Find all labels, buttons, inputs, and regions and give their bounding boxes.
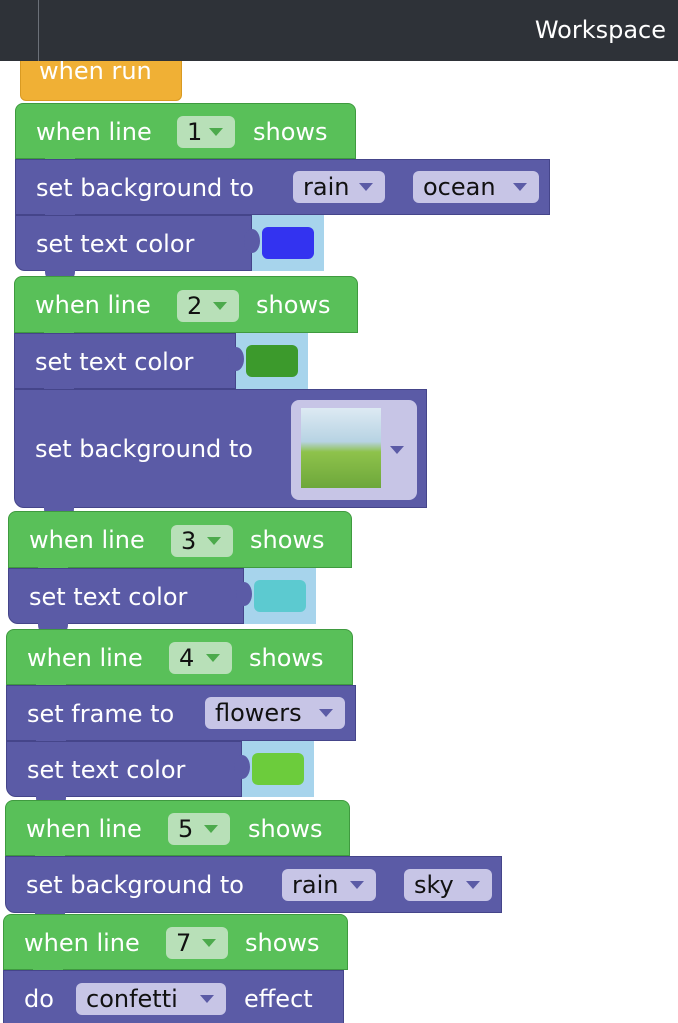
set-text-color-label: set text color <box>29 583 188 611</box>
header-divider <box>38 0 39 61</box>
color-input-port <box>236 568 316 624</box>
when-line-4-block[interactable]: when line 4 shows <box>6 629 353 685</box>
dropdown-arrow-icon <box>206 654 220 662</box>
set-text-color-label: set text color <box>35 348 194 376</box>
dropdown-arrow-icon <box>513 183 527 191</box>
set-background-label: set background to <box>26 871 244 899</box>
set-background-block-1[interactable]: set background to rain ocean <box>15 159 550 215</box>
do-effect-block[interactable]: do confetti effect <box>3 970 344 1023</box>
color-swatch[interactable] <box>252 753 304 785</box>
scene-value: sky <box>414 871 454 899</box>
dropdown-arrow-icon <box>213 302 227 310</box>
line-number-value: 7 <box>176 929 192 957</box>
color-swatch[interactable] <box>246 345 298 377</box>
workspace-title: Workspace <box>534 16 666 44</box>
shows-label: shows <box>248 815 323 843</box>
line-number-value: 4 <box>179 644 195 672</box>
when-line-label: when line <box>35 291 151 319</box>
shows-label: shows <box>250 526 325 554</box>
dropdown-arrow-icon <box>202 939 216 947</box>
input-nub <box>236 582 252 606</box>
input-nub <box>244 229 260 253</box>
weather-value: rain <box>303 173 350 201</box>
shows-label: shows <box>245 929 320 957</box>
effect-label: effect <box>244 985 313 1013</box>
when-line-label: when line <box>36 118 152 146</box>
block-workspace[interactable]: when run when line 1 shows set backgroun… <box>0 61 678 1023</box>
weather-dropdown[interactable]: rain <box>293 171 385 203</box>
weather-dropdown[interactable]: rain <box>282 869 376 901</box>
dropdown-arrow-icon <box>390 446 404 454</box>
dropdown-arrow-icon <box>200 995 214 1003</box>
dropdown-arrow-icon <box>204 825 218 833</box>
set-background-block-2[interactable]: set background to <box>14 389 427 508</box>
when-line-1-block[interactable]: when line 1 shows <box>15 103 356 159</box>
scene-dropdown[interactable]: sky <box>404 869 492 901</box>
when-line-label: when line <box>26 815 142 843</box>
color-input-port <box>228 333 308 389</box>
line-number-dropdown-2[interactable]: 2 <box>177 290 239 322</box>
when-line-label: when line <box>24 929 140 957</box>
shows-label: shows <box>256 291 331 319</box>
line-number-dropdown-7[interactable]: 7 <box>166 927 228 959</box>
frame-value: flowers <box>215 699 302 727</box>
line-number-dropdown-5[interactable]: 5 <box>168 813 230 845</box>
color-input-port <box>244 215 324 271</box>
line-number-value: 3 <box>181 527 197 555</box>
effect-value: confetti <box>86 985 178 1013</box>
when-run-label: when run <box>39 61 152 85</box>
line-number-value: 1 <box>187 118 203 146</box>
app-header: Workspace <box>0 0 678 61</box>
frame-dropdown[interactable]: flowers <box>205 697 345 729</box>
when-line-label: when line <box>27 644 143 672</box>
effect-dropdown[interactable]: confetti <box>76 983 226 1015</box>
dropdown-arrow-icon <box>209 128 223 136</box>
input-nub <box>234 755 250 779</box>
when-line-2-block[interactable]: when line 2 shows <box>14 276 358 333</box>
set-text-color-block-2[interactable]: set text color <box>14 333 236 389</box>
dropdown-arrow-icon <box>319 709 333 717</box>
dropdown-arrow-icon <box>207 537 221 545</box>
do-label: do <box>24 985 54 1013</box>
set-frame-label: set frame to <box>27 700 175 728</box>
input-nub <box>228 347 244 371</box>
color-input-port <box>234 741 314 797</box>
shows-label: shows <box>253 118 328 146</box>
when-line-7-block[interactable]: when line 7 shows <box>3 914 348 970</box>
background-image-dropdown[interactable] <box>291 400 417 500</box>
when-line-3-block[interactable]: when line 3 shows <box>8 511 352 568</box>
line-number-dropdown-1[interactable]: 1 <box>177 116 235 148</box>
line-number-value: 5 <box>178 815 194 843</box>
scene-value: ocean <box>423 173 496 201</box>
line-number-value: 2 <box>187 292 203 320</box>
line-number-dropdown-3[interactable]: 3 <box>171 525 233 557</box>
set-background-label: set background to <box>35 435 253 463</box>
color-swatch[interactable] <box>262 227 314 259</box>
shows-label: shows <box>249 644 324 672</box>
scene-dropdown[interactable]: ocean <box>413 171 539 203</box>
set-text-color-block-3[interactable]: set text color <box>8 568 244 624</box>
color-swatch[interactable] <box>254 580 306 612</box>
dropdown-arrow-icon <box>359 183 373 191</box>
set-text-color-block-1[interactable]: set text color <box>15 215 252 271</box>
set-text-color-label: set text color <box>36 230 195 258</box>
set-background-label: set background to <box>36 174 254 202</box>
dropdown-arrow-icon <box>350 881 364 889</box>
line-number-dropdown-4[interactable]: 4 <box>169 642 232 674</box>
set-text-color-block-4[interactable]: set text color <box>6 741 242 797</box>
dropdown-arrow-icon <box>466 881 480 889</box>
when-line-5-block[interactable]: when line 5 shows <box>5 800 350 856</box>
set-frame-block[interactable]: set frame to flowers <box>6 685 356 741</box>
set-background-block-5[interactable]: set background to rain sky <box>5 856 502 913</box>
weather-value: rain <box>292 871 339 899</box>
when-run-block[interactable]: when run <box>20 61 182 101</box>
landscape-thumbnail <box>301 408 381 488</box>
set-text-color-label: set text color <box>27 756 186 784</box>
when-line-label: when line <box>29 526 145 554</box>
